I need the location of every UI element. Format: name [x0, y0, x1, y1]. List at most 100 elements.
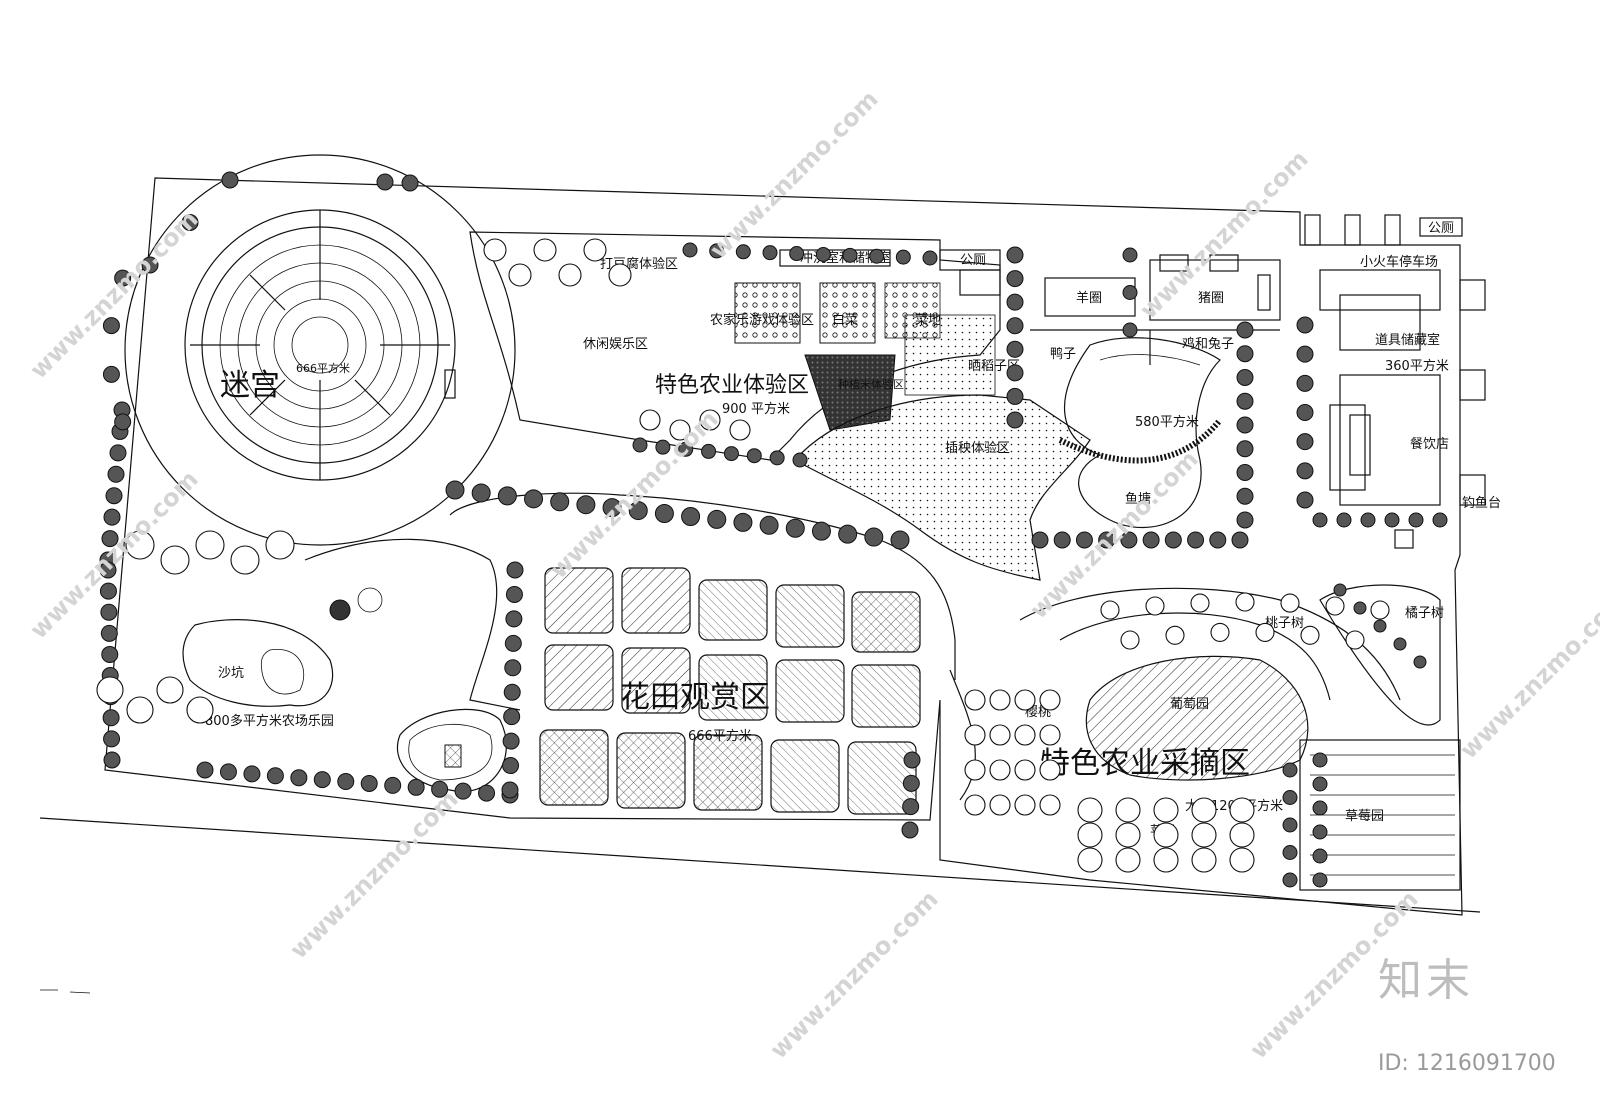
- label-farm-park: 800多平方米农场乐园: [205, 713, 334, 729]
- tree-icon: [1312, 776, 1328, 792]
- tree-icon: [1039, 759, 1061, 781]
- tree-icon: [1077, 797, 1103, 823]
- tree-icon: [195, 530, 225, 560]
- label-transplant: 插秧体验区: [945, 440, 1010, 456]
- tree-icon: [1296, 462, 1314, 480]
- watermark-text: www.znzmo.com: [24, 205, 203, 384]
- tree-icon: [1296, 404, 1314, 421]
- label-restaurant: 餐饮店: [1410, 436, 1449, 452]
- tree-icon: [502, 732, 520, 750]
- tree-icon: [733, 512, 753, 532]
- tree-icon: [1312, 848, 1328, 864]
- tree-icon: [1006, 246, 1024, 264]
- tree-icon: [454, 782, 472, 800]
- tree-icon: [1153, 847, 1179, 873]
- label-storage: 道具储藏室: [1375, 332, 1440, 348]
- tree-icon: [1014, 724, 1036, 746]
- tree-icon: [1300, 625, 1320, 645]
- tree-icon: [1164, 531, 1182, 549]
- watermark-id: ID: 1216091700: [1378, 1051, 1556, 1076]
- tree-icon: [102, 365, 120, 383]
- label-orange: 橘子树: [1405, 605, 1444, 621]
- tree-icon: [505, 585, 523, 603]
- tree-icon: [230, 545, 260, 575]
- tree-icon: [96, 676, 124, 704]
- tree-icon: [1153, 797, 1179, 823]
- tree-icon: [103, 751, 121, 769]
- tree-icon: [483, 238, 507, 262]
- label-white: 白菜: [832, 312, 858, 328]
- tree-icon: [265, 530, 295, 560]
- farm-park-zone: [182, 538, 521, 793]
- tree-icon: [533, 238, 557, 262]
- tree-icon: [1312, 824, 1328, 840]
- tree-icon: [1006, 293, 1024, 311]
- tree-icon: [890, 530, 910, 550]
- tree-icon: [1165, 625, 1185, 645]
- tree-icon: [669, 419, 691, 441]
- tree-icon: [1370, 600, 1390, 620]
- tree-icon: [360, 774, 378, 792]
- label-toilet2: 公厕: [1428, 221, 1454, 236]
- tree-icon: [989, 689, 1011, 711]
- label-picking: 特色农业采摘区: [1040, 746, 1250, 781]
- watermark-text: www.znzmo.com: [1454, 585, 1600, 764]
- label-pond: 鱼塘: [1125, 491, 1151, 507]
- tree-icon: [1360, 512, 1376, 528]
- tree-icon: [471, 483, 491, 503]
- tree-icon: [746, 448, 762, 464]
- tree-icon: [729, 419, 751, 441]
- label-strawberry: 草莓园: [1345, 809, 1384, 824]
- tree-icon: [1006, 317, 1024, 335]
- tree-icon: [504, 659, 522, 677]
- tree-icon: [1282, 790, 1298, 805]
- label-maze-area: 666平方米: [296, 361, 350, 375]
- tree-icon: [723, 446, 739, 462]
- tree-icon: [707, 509, 727, 529]
- tree-icon: [628, 501, 648, 521]
- tree-icon: [1122, 322, 1138, 338]
- tree-icon: [290, 769, 308, 787]
- tree-icon: [1122, 247, 1138, 263]
- tree-icon: [1333, 583, 1347, 597]
- tree-icon: [524, 489, 544, 509]
- label-pig: 猪圈: [1198, 291, 1224, 306]
- tree-icon: [1282, 762, 1298, 778]
- tree-icon: [922, 250, 938, 266]
- tree-icon: [759, 515, 779, 535]
- label-sheep: 羊圈: [1076, 290, 1102, 306]
- picking-zone: [949, 584, 1461, 891]
- tree-icon: [654, 504, 674, 524]
- tree-icon: [125, 530, 155, 560]
- label-storage-area: 360平方米: [1385, 358, 1449, 374]
- tree-icon: [1209, 531, 1227, 549]
- tree-icon: [1075, 531, 1093, 549]
- tree-icon: [639, 409, 661, 431]
- label-peach: 桃子树: [1265, 616, 1304, 631]
- tree-icon: [1053, 531, 1071, 549]
- tree-icon: [1210, 622, 1230, 642]
- tree-icon: [221, 171, 239, 189]
- tree-icon: [608, 263, 632, 287]
- tree-icon: [989, 759, 1011, 781]
- tree-icon: [964, 794, 986, 816]
- tree-icon: [1014, 689, 1036, 711]
- site-boundary: [104, 177, 1463, 916]
- tree-icon: [376, 173, 394, 191]
- flower-field: [449, 492, 956, 815]
- watermark-text: www.znzmo.com: [764, 885, 943, 1064]
- label-grape: 葡萄园: [1170, 697, 1209, 712]
- tree-icon: [1006, 411, 1024, 429]
- tree-icon: [1384, 512, 1400, 528]
- tree-icon: [141, 256, 159, 274]
- tree-icon: [1153, 822, 1179, 848]
- tree-icon: [101, 530, 119, 548]
- tree-icon: [1282, 872, 1298, 888]
- tree-icon: [1120, 531, 1138, 549]
- tree-icon: [1296, 433, 1314, 451]
- tree-icon: [1191, 822, 1217, 848]
- tree-icon: [156, 676, 184, 704]
- tree-icon: [964, 689, 986, 711]
- tree-icon: [102, 709, 120, 727]
- tree-icon: [497, 486, 517, 506]
